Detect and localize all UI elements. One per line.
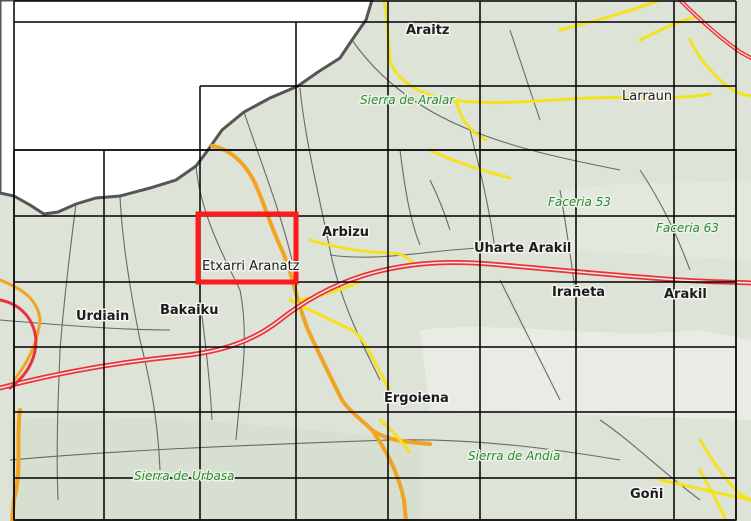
place-label-urdiain: Urdiain <box>76 309 129 324</box>
place-label-araitz: Araitz <box>406 23 449 38</box>
place-label-ergoiena: Ergoiena <box>384 391 449 406</box>
highlighted-sheet[interactable] <box>195 211 299 285</box>
sheet-grid <box>13 0 737 521</box>
area-label-faceria-63: Faceria 63 <box>656 221 719 235</box>
regional-roads <box>0 144 432 521</box>
area-label-sierra-andia: Sierra de Andia <box>468 449 560 463</box>
place-label-etxarri-aranatz: Etxarri Aranatz <box>202 259 300 274</box>
relief-shade <box>560 180 751 260</box>
relief-shade <box>420 327 751 420</box>
area-label-faceria-53: Faceria 53 <box>548 195 611 209</box>
place-label-arbizu: Arbizu <box>322 225 369 240</box>
area-label-sierra-urbasa: Sierra de Urbasa <box>134 469 234 483</box>
area-label-sierra-aralar: Sierra de Aralar <box>360 93 455 107</box>
place-label-iraneta: Irañeta <box>552 285 605 300</box>
highway <box>0 0 751 391</box>
place-label-arakil: Arakil <box>664 287 707 302</box>
place-label-uharte-arakil: Uharte Arakil <box>474 241 571 256</box>
place-label-larraun: Larraun <box>622 89 672 104</box>
main-roads <box>288 0 751 521</box>
place-label-goni: Goñi <box>630 487 663 502</box>
place-label-bakaiku: Bakaiku <box>160 303 218 318</box>
